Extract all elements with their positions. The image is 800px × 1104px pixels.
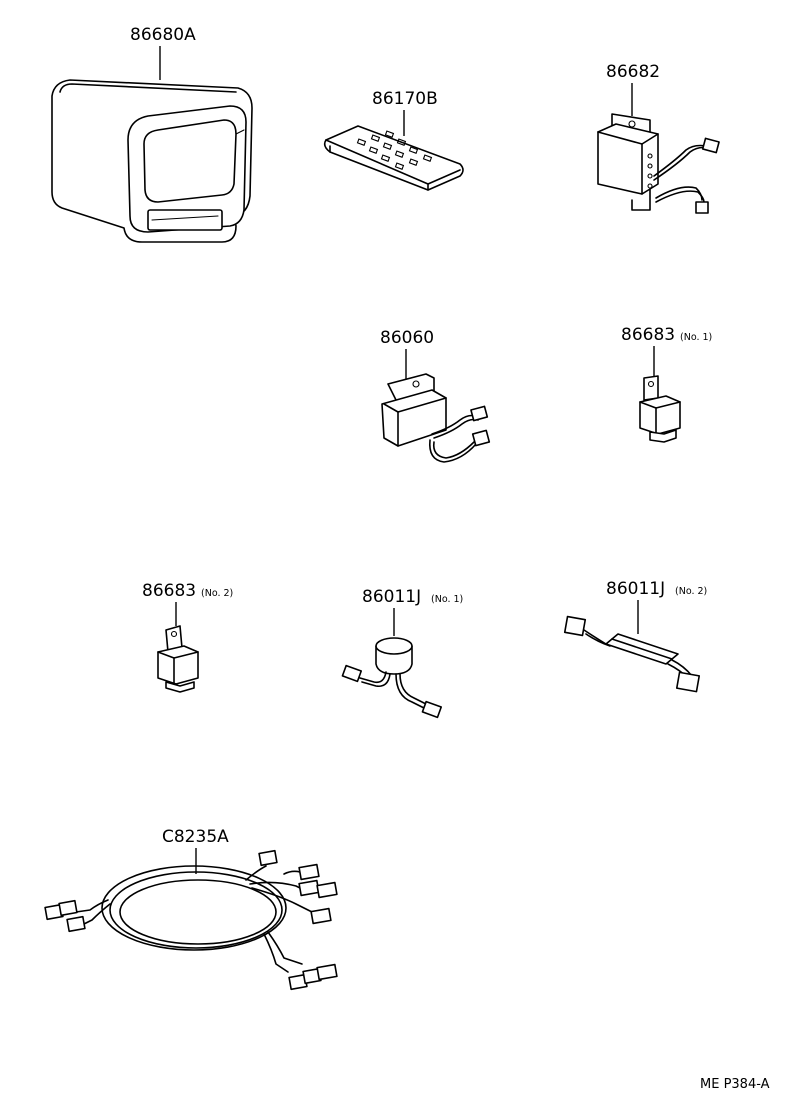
monitor-86680a[interactable]: 86680A: [51, 25, 253, 243]
part-number-label: 86011J: [362, 587, 421, 607]
part-number-label: 86060: [380, 328, 434, 348]
part-number-label: C8235A: [162, 827, 229, 847]
part-number-label: 86680A: [130, 25, 196, 45]
relay-86683-no2[interactable]: 86683 (No. 2): [142, 581, 233, 693]
part-number-label: 86011J: [606, 579, 665, 599]
part-suffix-label: (No. 1): [431, 594, 463, 605]
part-number-label: 86170B: [372, 89, 438, 109]
part-number-label: 86683: [142, 581, 196, 601]
diagram-reference-code: ME P384-A: [700, 1077, 770, 1092]
relay-box-86060[interactable]: 86060: [380, 328, 491, 463]
remote-keypad: [356, 130, 433, 170]
part-number-label: 86682: [606, 62, 660, 82]
filter-86011j-no2[interactable]: 86011J (No. 2): [563, 579, 708, 693]
part-number-label: 86683: [621, 325, 675, 345]
wire-harness-c8235a[interactable]: C8235A: [44, 827, 338, 991]
relay-86683-no1[interactable]: 86683 (No. 1): [621, 325, 712, 443]
part-suffix-label: (No. 2): [201, 588, 233, 599]
filter-86011j-no1[interactable]: 86011J (No. 1): [341, 587, 463, 719]
part-suffix-label: (No. 1): [680, 332, 712, 343]
part-suffix-label: (No. 2): [675, 586, 707, 597]
remote-86170b[interactable]: 86170B: [323, 89, 464, 191]
control-unit-86682[interactable]: 86682: [597, 62, 720, 214]
